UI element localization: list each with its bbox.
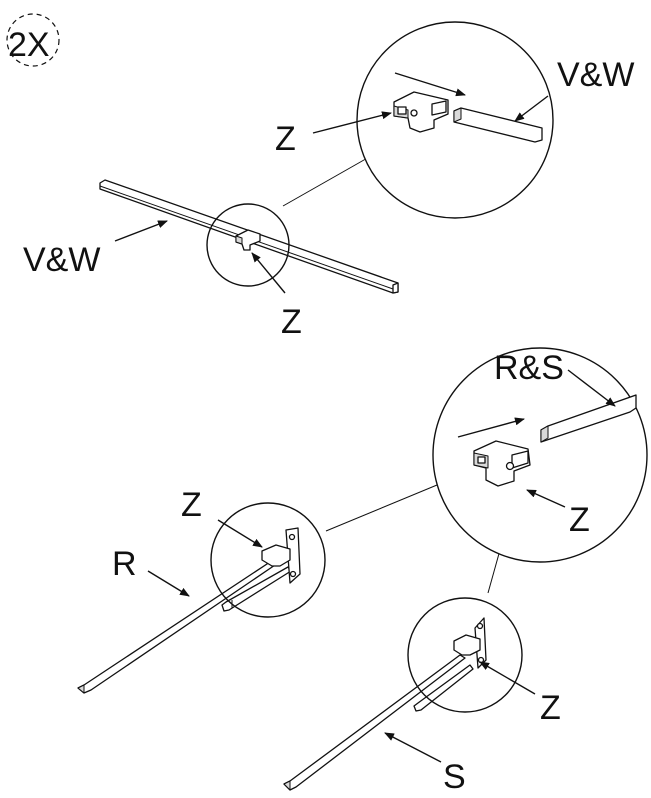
left-bracket-plate: [285, 527, 301, 584]
right-connector-leader: [479, 661, 536, 695]
top-rail-label: V&W: [23, 241, 100, 279]
quantity-badge-text: 2X: [8, 26, 50, 64]
bottom-detail-rail-label: R&S: [494, 349, 564, 387]
top-connector-label: Z: [281, 303, 302, 341]
top-connector-face: [235, 235, 243, 245]
bottom-detail-connector-leader: [526, 489, 566, 508]
top-detail-connector-label: Z: [275, 120, 296, 158]
top-rail-end-face: [392, 282, 399, 294]
right-connector-label: Z: [540, 689, 561, 727]
bottom-detail-connector-label: Z: [569, 501, 590, 539]
bottom-detail-rail-end: [540, 394, 637, 443]
quantity-badge: 2X: [6, 13, 60, 67]
left-bracket-hole-bottom: [289, 570, 297, 578]
top-detail-rail-end-face: [453, 107, 462, 123]
left-rail-label: R: [112, 545, 137, 583]
left-rail-r-body: [77, 559, 279, 694]
bottom-right-zoom-connector-line: [487, 549, 501, 594]
bottom-detail-circle-zoom: [432, 347, 648, 563]
top-detail-connector-z: [393, 91, 449, 133]
top-detail-circle-small: [206, 203, 290, 287]
bottom-detail-rail-end-face: [540, 425, 549, 443]
bottom-detail-motion-arrow: [457, 417, 525, 438]
top-zoom-connector-line: [282, 151, 379, 207]
bottom-detail-connector-hole-left: [477, 456, 486, 464]
right-bracket-hole-bottom: [477, 656, 485, 664]
top-rail-leader: [114, 220, 168, 242]
quantity-badge-dashed-circle: [6, 13, 60, 67]
bottom-left-zoom-connector-line: [325, 484, 438, 532]
right-rail-label: S: [443, 758, 466, 796]
bottom-left-detail-circle-small: [210, 502, 326, 618]
right-bracket-hole-top: [476, 622, 484, 630]
right-rail-s-body: [283, 654, 466, 791]
right-rail-s-end-face: [283, 780, 291, 791]
left-bracket-hole-top: [288, 533, 296, 541]
left-rail-r-end-face: [77, 684, 85, 694]
top-detail-rail-leader: [514, 95, 549, 122]
top-connector-z: [235, 229, 261, 251]
right-bracket: [453, 617, 487, 669]
left-bracket: [261, 527, 301, 584]
left-subassembly-r: [77, 559, 292, 694]
right-bracket-connector-z: [453, 634, 481, 656]
left-connector-leader: [217, 519, 263, 548]
bottom-detail-rail-leader: [567, 369, 616, 407]
top-detail-motion-arrow: [394, 72, 466, 97]
bottom-detail-connector-z: [473, 440, 531, 487]
top-detail-connector-leader: [312, 111, 392, 134]
top-detail-rail-end: [453, 107, 543, 143]
left-rail-leader: [147, 570, 190, 597]
top-connector-leader: [251, 252, 286, 294]
left-connector-label: Z: [181, 486, 202, 524]
top-detail-connector-face-right: [431, 100, 447, 116]
right-rail-leader: [384, 732, 442, 763]
left-bracket-connector-z: [261, 544, 291, 567]
bottom-right-detail-circle-small: [407, 597, 523, 713]
bottom-detail-connector-screw: [505, 461, 515, 471]
top-detail-rail-label: V&W: [557, 56, 634, 94]
top-detail-connector-hole-left: [397, 106, 407, 115]
top-detail-connector-screw: [410, 109, 418, 117]
